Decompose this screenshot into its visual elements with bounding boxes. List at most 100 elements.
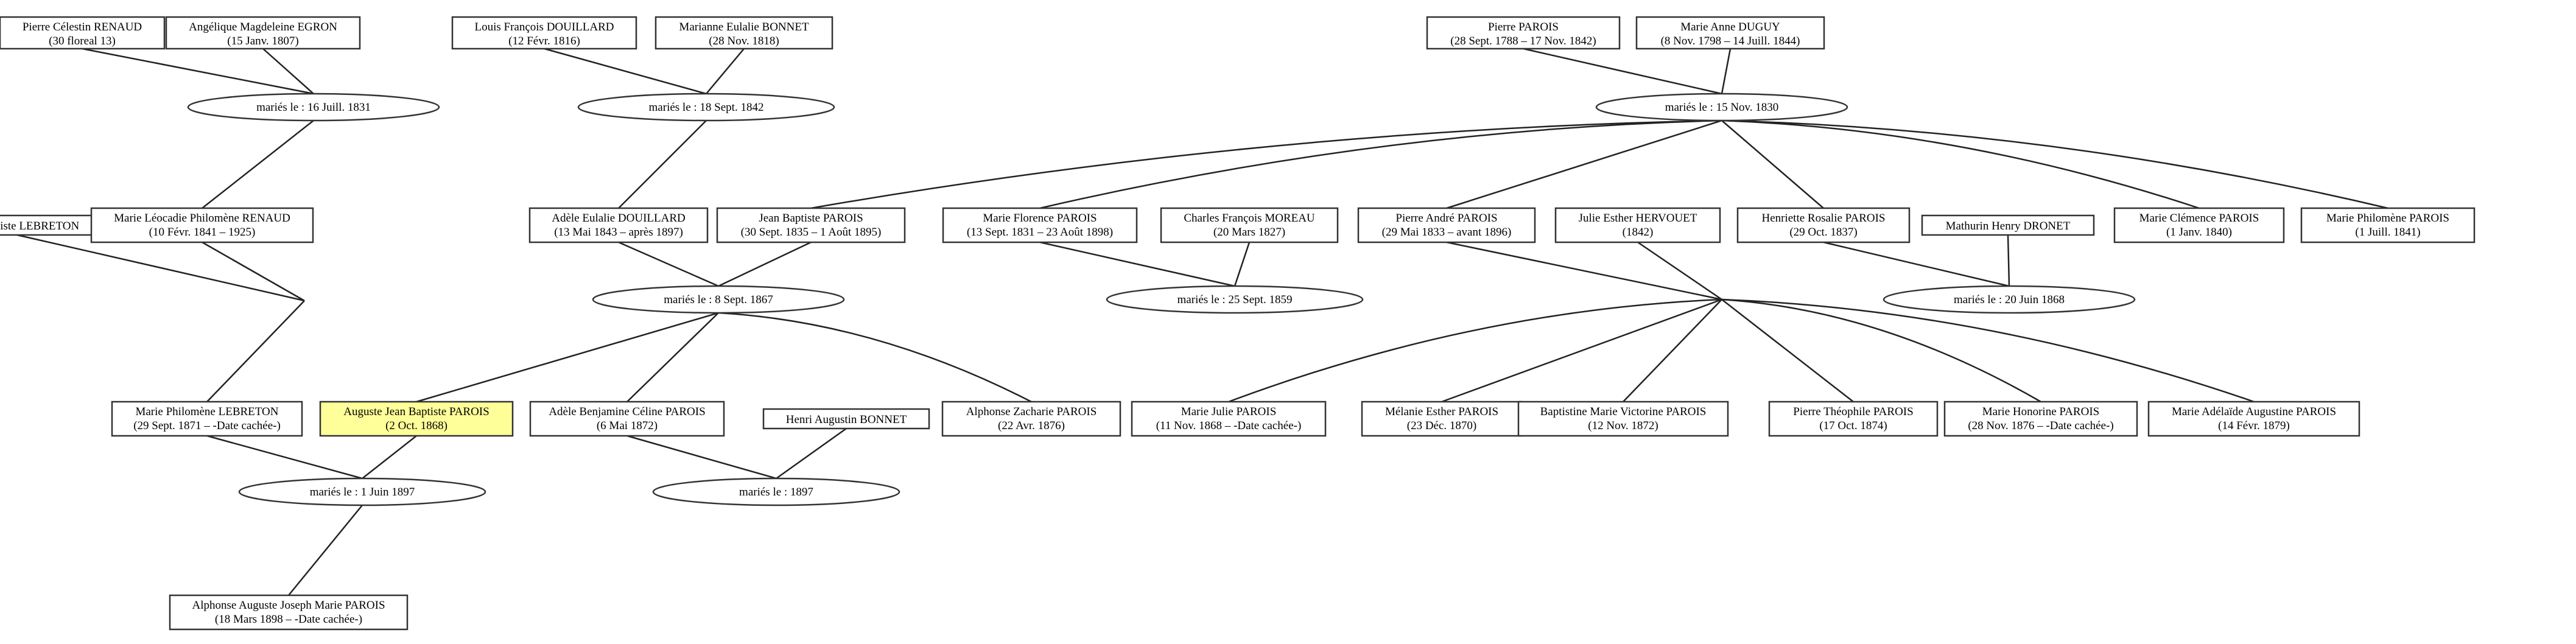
person-box[interactable] [451, 16, 637, 50]
person-node[interactable]: Jean Baptiste LEBRETON [0, 214, 102, 236]
person-node[interactable]: Marie Philomène LEBRETON(29 Sept. 1871 –… [111, 401, 303, 437]
person-box[interactable] [942, 207, 1138, 243]
person-box[interactable] [528, 207, 709, 243]
person-box[interactable] [529, 401, 725, 437]
person-box[interactable] [1921, 214, 2095, 236]
link-p9-m4 [618, 241, 719, 287]
person-node[interactable]: Henriette Rosalie PAROIS(29 Oct. 1837) [1736, 207, 1911, 243]
link-m3-p15 [1721, 120, 1824, 209]
person-node[interactable]: Jean Baptiste PAROIS(30 Sept. 1835 – 1 A… [716, 207, 906, 243]
person-node[interactable]: Marie Léocadie Philomène RENAUD(10 Févr.… [90, 207, 314, 243]
person-node[interactable]: Marie Honorine PAROIS(28 Nov. 1876 – -Da… [1943, 401, 2138, 437]
link-m4-p21 [626, 312, 719, 402]
person-box[interactable] [655, 16, 834, 50]
person-dates: (13 Sept. 1831 – 23 Août 1898) [967, 226, 1113, 239]
person-box[interactable] [1635, 16, 1825, 50]
person-box[interactable] [1160, 207, 1339, 243]
person-box[interactable] [716, 207, 906, 243]
marriage-label: mariés le : 18 Sept. 1842 [649, 101, 764, 114]
person-node[interactable]: Alphonse Auguste Joseph Marie PAROIS(18 … [169, 594, 409, 631]
person-dates: (18 Mars 1898 – -Date cachée-) [215, 613, 362, 626]
person-name: Mathurin Henry DRONET [1946, 220, 2071, 233]
person-box[interactable] [1426, 16, 1621, 50]
person-box[interactable] [1943, 401, 2138, 437]
marriage-ellipse [652, 477, 900, 506]
person-name: Jean Baptiste LEBRETON [0, 220, 79, 233]
person-box[interactable] [1357, 207, 1536, 243]
person-box[interactable] [111, 401, 303, 437]
person-dates: (1842) [1623, 226, 1654, 239]
person-box[interactable] [319, 401, 514, 437]
person-box[interactable] [1554, 207, 1721, 243]
marriage-ellipse [577, 93, 835, 122]
person-node[interactable]: Marianne Eulalie BONNET(28 Nov. 1818) [655, 16, 834, 50]
person-dates: (28 Nov. 1876 – -Date cachée-) [1968, 419, 2113, 432]
marriage-ellipse [1106, 285, 1364, 314]
person-box[interactable] [2113, 207, 2285, 243]
marriage-label: mariés le : 1897 [739, 486, 813, 499]
person-node[interactable]: Mélanie Esther PAROIS(23 Déc. 1870) [1361, 401, 1523, 437]
person-node[interactable]: Pierre Célestin RENAUD(30 floreal 13) [0, 16, 166, 50]
link-p16-m6 [2007, 234, 2010, 287]
marriage-ellipse [592, 285, 845, 314]
person-box[interactable] [1768, 401, 1939, 437]
person-box[interactable] [1517, 401, 1729, 437]
person-name: Marie Julie PAROIS [1181, 405, 1277, 418]
person-node[interactable]: Marie Clémence PAROIS(1 Janv. 1840) [2113, 207, 2285, 243]
person-name: Adèle Eulalie DOUILLARD [552, 212, 686, 225]
person-node[interactable]: Mathurin Henry DRONET [1921, 214, 2095, 236]
tree-links [16, 47, 2388, 596]
person-box[interactable] [0, 16, 166, 50]
link-m7-p30 [288, 505, 363, 596]
person-node[interactable]: Julie Esther HERVOUET(1842) [1554, 207, 1721, 243]
link-j2-p24 [1228, 298, 1722, 403]
person-dates: (29 Sept. 1871 – -Date cachée-) [133, 419, 281, 432]
person-dates: (28 Nov. 1818) [709, 35, 779, 47]
person-node[interactable]: Marie Philomène PAROIS(1 Juill. 1841) [2300, 207, 2476, 243]
person-node[interactable]: Charles François MOREAU(20 Mars 1827) [1160, 207, 1339, 243]
person-dates: (10 Févr. 1841 – 1925) [149, 226, 256, 239]
link-p13-j2 [1446, 241, 1722, 301]
person-name: Jean Baptiste PAROIS [759, 212, 863, 225]
person-box[interactable] [90, 207, 314, 243]
link-m3-p18 [1721, 119, 2388, 209]
person-node[interactable]: Angélique Magdeleine EGRON(15 Janv. 1807… [165, 16, 361, 50]
marriage-label: mariés le : 8 Sept. 1867 [664, 293, 773, 306]
person-node[interactable]: Pierre Théophile PAROIS(17 Oct. 1874) [1768, 401, 1939, 437]
link-m3-p11 [1039, 119, 1722, 209]
link-p4-m2 [706, 48, 745, 94]
person-box[interactable] [2147, 401, 2360, 437]
marriage-ellipse [187, 93, 440, 122]
person-node[interactable]: Pierre André PAROIS(29 Mai 1833 – avant … [1357, 207, 1536, 243]
person-box[interactable] [941, 401, 1121, 437]
link-p11-m5 [1039, 241, 1235, 287]
person-node[interactable]: Marie Anne DUGUY(8 Nov. 1798 – 14 Juill.… [1635, 16, 1825, 50]
person-name: Pierre PAROIS [1488, 21, 1559, 33]
person-node[interactable]: Adèle Eulalie DOUILLARD(13 Mai 1843 – ap… [528, 207, 709, 243]
person-box[interactable] [762, 408, 930, 430]
person-node[interactable]: Marie Julie PAROIS(11 Nov. 1868 – -Date … [1131, 401, 1327, 437]
person-name: Mélanie Esther PAROIS [1385, 405, 1498, 418]
person-box[interactable] [1736, 207, 1911, 243]
person-node[interactable]: Auguste Jean Baptiste PAROIS(2 Oct. 1868… [319, 401, 514, 437]
person-node[interactable]: Adèle Benjamine Céline PAROIS(6 Mai 1872… [529, 401, 725, 437]
link-p21-m8 [626, 435, 777, 480]
person-node[interactable]: Louis François DOUILLARD(12 Févr. 1816) [451, 16, 637, 50]
person-node[interactable]: Henri Augustin BONNET [762, 408, 930, 430]
marriage-node: mariés le : 1897 [652, 477, 900, 506]
person-box[interactable] [1131, 401, 1327, 437]
person-node[interactable]: Baptistine Marie Victorine PAROIS(12 Nov… [1517, 401, 1729, 437]
person-node[interactable]: Marie Adélaïde Augustine PAROIS(14 Févr.… [2147, 401, 2360, 437]
person-box[interactable] [169, 594, 409, 631]
link-p10-m4 [718, 241, 812, 287]
person-box[interactable] [165, 16, 361, 50]
person-node[interactable]: Marie Florence PAROIS(13 Sept. 1831 – 23… [942, 207, 1138, 243]
link-m3-p10 [810, 119, 1722, 209]
person-node[interactable]: Pierre PAROIS(28 Sept. 1788 – 17 Nov. 18… [1426, 16, 1621, 50]
link-m3-p17 [1721, 119, 2200, 209]
person-node[interactable]: Alphonse Zacharie PAROIS(22 Avr. 1876) [941, 401, 1121, 437]
person-box[interactable] [2300, 207, 2476, 243]
person-box[interactable] [1361, 401, 1523, 437]
person-dates: (15 Janv. 1807) [227, 35, 299, 47]
